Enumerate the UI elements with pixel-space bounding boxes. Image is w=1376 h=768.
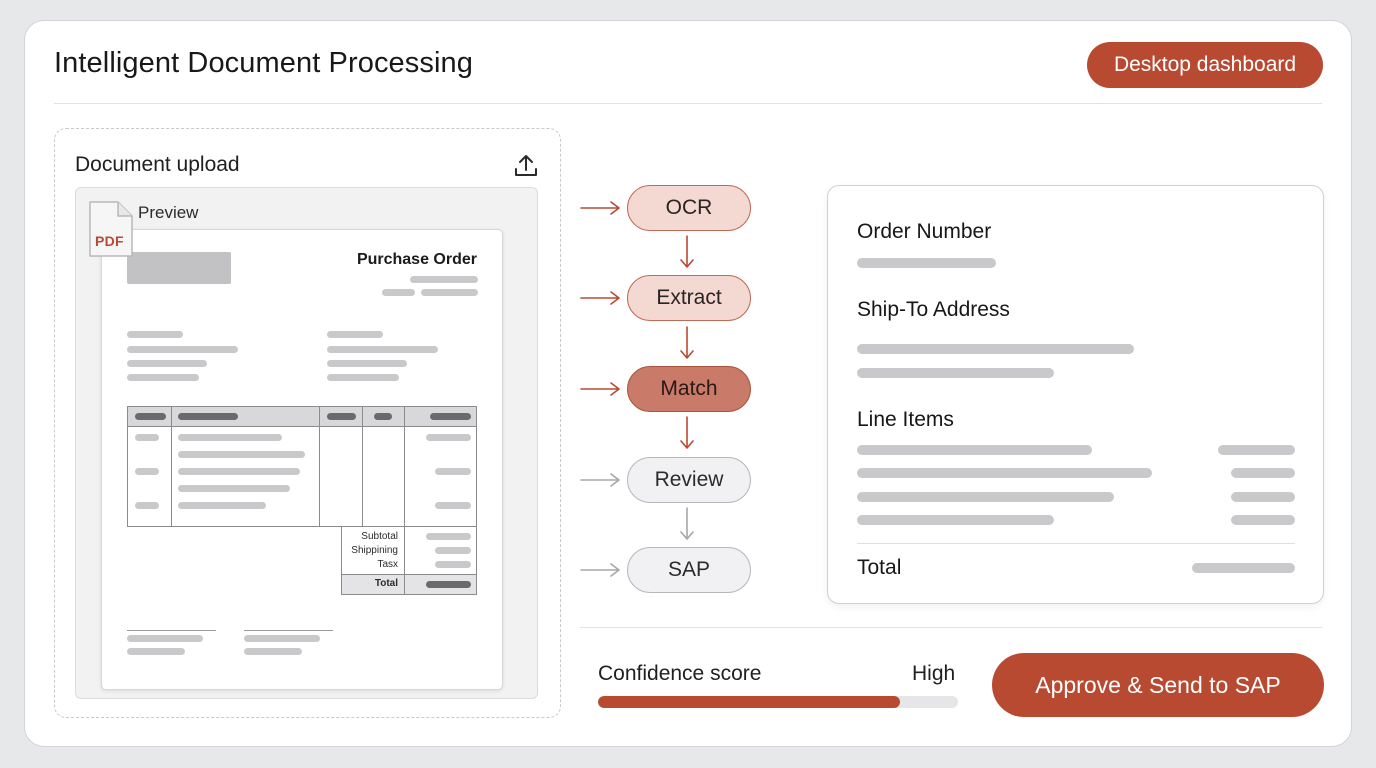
- header-divider: [54, 103, 1322, 104]
- total-label: Total: [857, 556, 902, 579]
- cell-placeholder: [178, 468, 300, 475]
- column-header-placeholder: [327, 413, 356, 420]
- column-header-placeholder: [178, 413, 238, 420]
- stage-match[interactable]: Match: [627, 366, 751, 412]
- extracted-fields-panel: Order Number Ship-To Address Line Items …: [827, 185, 1324, 604]
- total-divider: [857, 543, 1295, 544]
- ship-to-address-value: [857, 368, 1054, 378]
- confidence-progress-fill: [598, 696, 901, 708]
- signature-line: [244, 630, 333, 631]
- confidence-score-label: Confidence score: [598, 662, 762, 685]
- confidence-level-label: High: [912, 662, 956, 685]
- cell-placeholder: [435, 502, 471, 509]
- text-placeholder: [410, 276, 478, 283]
- column-divider: [171, 407, 172, 526]
- shipping-label: Shippining: [351, 545, 398, 556]
- cell-placeholder: [178, 502, 266, 509]
- order-number-label: Order Number: [857, 220, 992, 243]
- text-placeholder: [127, 360, 207, 367]
- upload-icon[interactable]: [513, 153, 539, 179]
- total-amount-placeholder: [426, 581, 471, 588]
- line-item-amount: [1231, 492, 1295, 502]
- pdf-badge-label: PDF: [95, 233, 124, 249]
- line-item-description: [857, 492, 1114, 502]
- line-item-description: [857, 445, 1092, 455]
- text-placeholder: [327, 346, 438, 353]
- text-placeholder: [127, 374, 199, 381]
- line-items-table: [127, 406, 477, 527]
- line-item-amount: [1218, 445, 1295, 455]
- signature-line: [127, 630, 216, 631]
- text-placeholder: [382, 289, 415, 296]
- text-placeholder: [244, 648, 302, 655]
- line-item-description: [857, 468, 1152, 478]
- amount-placeholder: [435, 547, 471, 554]
- column-header-placeholder: [374, 413, 392, 420]
- document-upload-label: Document upload: [75, 153, 240, 176]
- table-header: [128, 407, 476, 427]
- totals-box: Subtotal Shippining Tasx Total: [341, 526, 477, 595]
- subtotal-label: Subtotal: [361, 531, 398, 542]
- text-placeholder: [244, 635, 320, 642]
- cell-placeholder: [178, 485, 290, 492]
- purchase-order-title: Purchase Order: [356, 251, 477, 268]
- amount-placeholder: [426, 533, 471, 540]
- total-row: [342, 574, 476, 594]
- total-value: [1192, 563, 1295, 573]
- column-divider: [404, 407, 405, 526]
- purchase-order-page: Purchase Order: [101, 229, 503, 690]
- document-preview: PDF Preview Purchase Order: [75, 187, 538, 699]
- column-header-placeholder: [135, 413, 166, 420]
- main-card: Intelligent Document Processing Desktop …: [24, 20, 1352, 747]
- pdf-file-icon: [89, 201, 133, 257]
- column-divider: [319, 407, 320, 526]
- preview-label: Preview: [138, 203, 199, 222]
- cell-placeholder: [135, 502, 159, 509]
- text-placeholder: [127, 635, 203, 642]
- line-item-description: [857, 515, 1054, 525]
- text-placeholder: [127, 331, 183, 338]
- cell-placeholder: [135, 468, 159, 475]
- total-label: Total: [374, 578, 398, 589]
- page-title: Intelligent Document Processing: [54, 47, 473, 79]
- cell-placeholder: [178, 434, 282, 441]
- text-placeholder: [327, 360, 407, 367]
- stage-ocr[interactable]: OCR: [627, 185, 751, 231]
- approve-send-to-sap-button[interactable]: Approve & Send to SAP: [992, 653, 1324, 717]
- amount-placeholder: [435, 561, 471, 568]
- document-upload-zone[interactable]: Document upload PDF Preview Purchase Ord…: [54, 128, 561, 718]
- tax-label: Tasx: [377, 559, 398, 570]
- text-placeholder: [127, 648, 185, 655]
- stage-extract[interactable]: Extract: [627, 275, 751, 321]
- ship-to-address-label: Ship-To Address: [857, 298, 1010, 321]
- company-logo-placeholder: [127, 252, 231, 284]
- text-placeholder: [327, 331, 383, 338]
- cell-placeholder: [435, 468, 471, 475]
- cell-placeholder: [135, 434, 159, 441]
- column-header-placeholder: [430, 413, 471, 420]
- column-divider: [362, 407, 363, 526]
- text-placeholder: [421, 289, 478, 296]
- line-items-label: Line Items: [857, 408, 954, 431]
- desktop-dashboard-button[interactable]: Desktop dashboard: [1087, 42, 1323, 88]
- confidence-progress-bar: [598, 696, 958, 708]
- line-item-amount: [1231, 468, 1295, 478]
- text-placeholder: [127, 346, 238, 353]
- ship-to-address-value: [857, 344, 1134, 354]
- text-placeholder: [327, 374, 399, 381]
- footer-divider: [580, 627, 1322, 628]
- cell-placeholder: [178, 451, 305, 458]
- column-divider: [404, 526, 405, 594]
- line-item-amount: [1231, 515, 1295, 525]
- pipeline-arrows: [580, 201, 694, 577]
- order-number-value: [857, 258, 996, 268]
- stage-review[interactable]: Review: [627, 457, 751, 503]
- stage-sap[interactable]: SAP: [627, 547, 751, 593]
- cell-placeholder: [426, 434, 471, 441]
